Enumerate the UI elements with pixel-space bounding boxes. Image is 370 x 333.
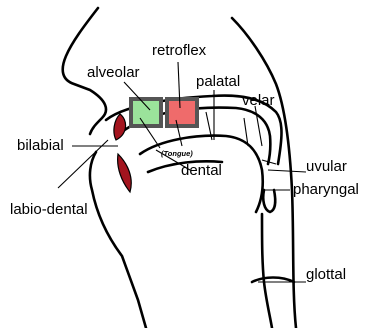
label-alveolar: alveolar — [87, 65, 140, 80]
label-glottal: glottal — [306, 267, 346, 282]
labio-dental-pointer — [58, 140, 108, 188]
label-bilabial: bilabial — [17, 138, 64, 153]
label-pharyngal: pharyngal — [293, 182, 359, 197]
uvula-outline — [263, 190, 275, 212]
chin-outline — [90, 152, 146, 328]
label-labio-dental: labio-dental — [10, 202, 88, 217]
label-velar: velar — [242, 93, 275, 108]
glottis-line — [252, 278, 294, 283]
retroflex-highlight — [167, 99, 197, 126]
velar-pointer — [255, 106, 262, 146]
alveolar-highlight — [131, 99, 161, 126]
lower-lip-shape — [118, 154, 132, 192]
label-retroflex: retroflex — [152, 43, 206, 58]
upper-lip-shape — [114, 114, 126, 140]
label-palatal: palatal — [196, 74, 240, 89]
throat-outline — [262, 214, 272, 328]
label-uvular: uvular — [306, 159, 347, 174]
uvular-pointer — [268, 170, 306, 172]
label-tongue: (Tongue) — [161, 150, 193, 158]
label-dental: dental — [181, 163, 222, 178]
